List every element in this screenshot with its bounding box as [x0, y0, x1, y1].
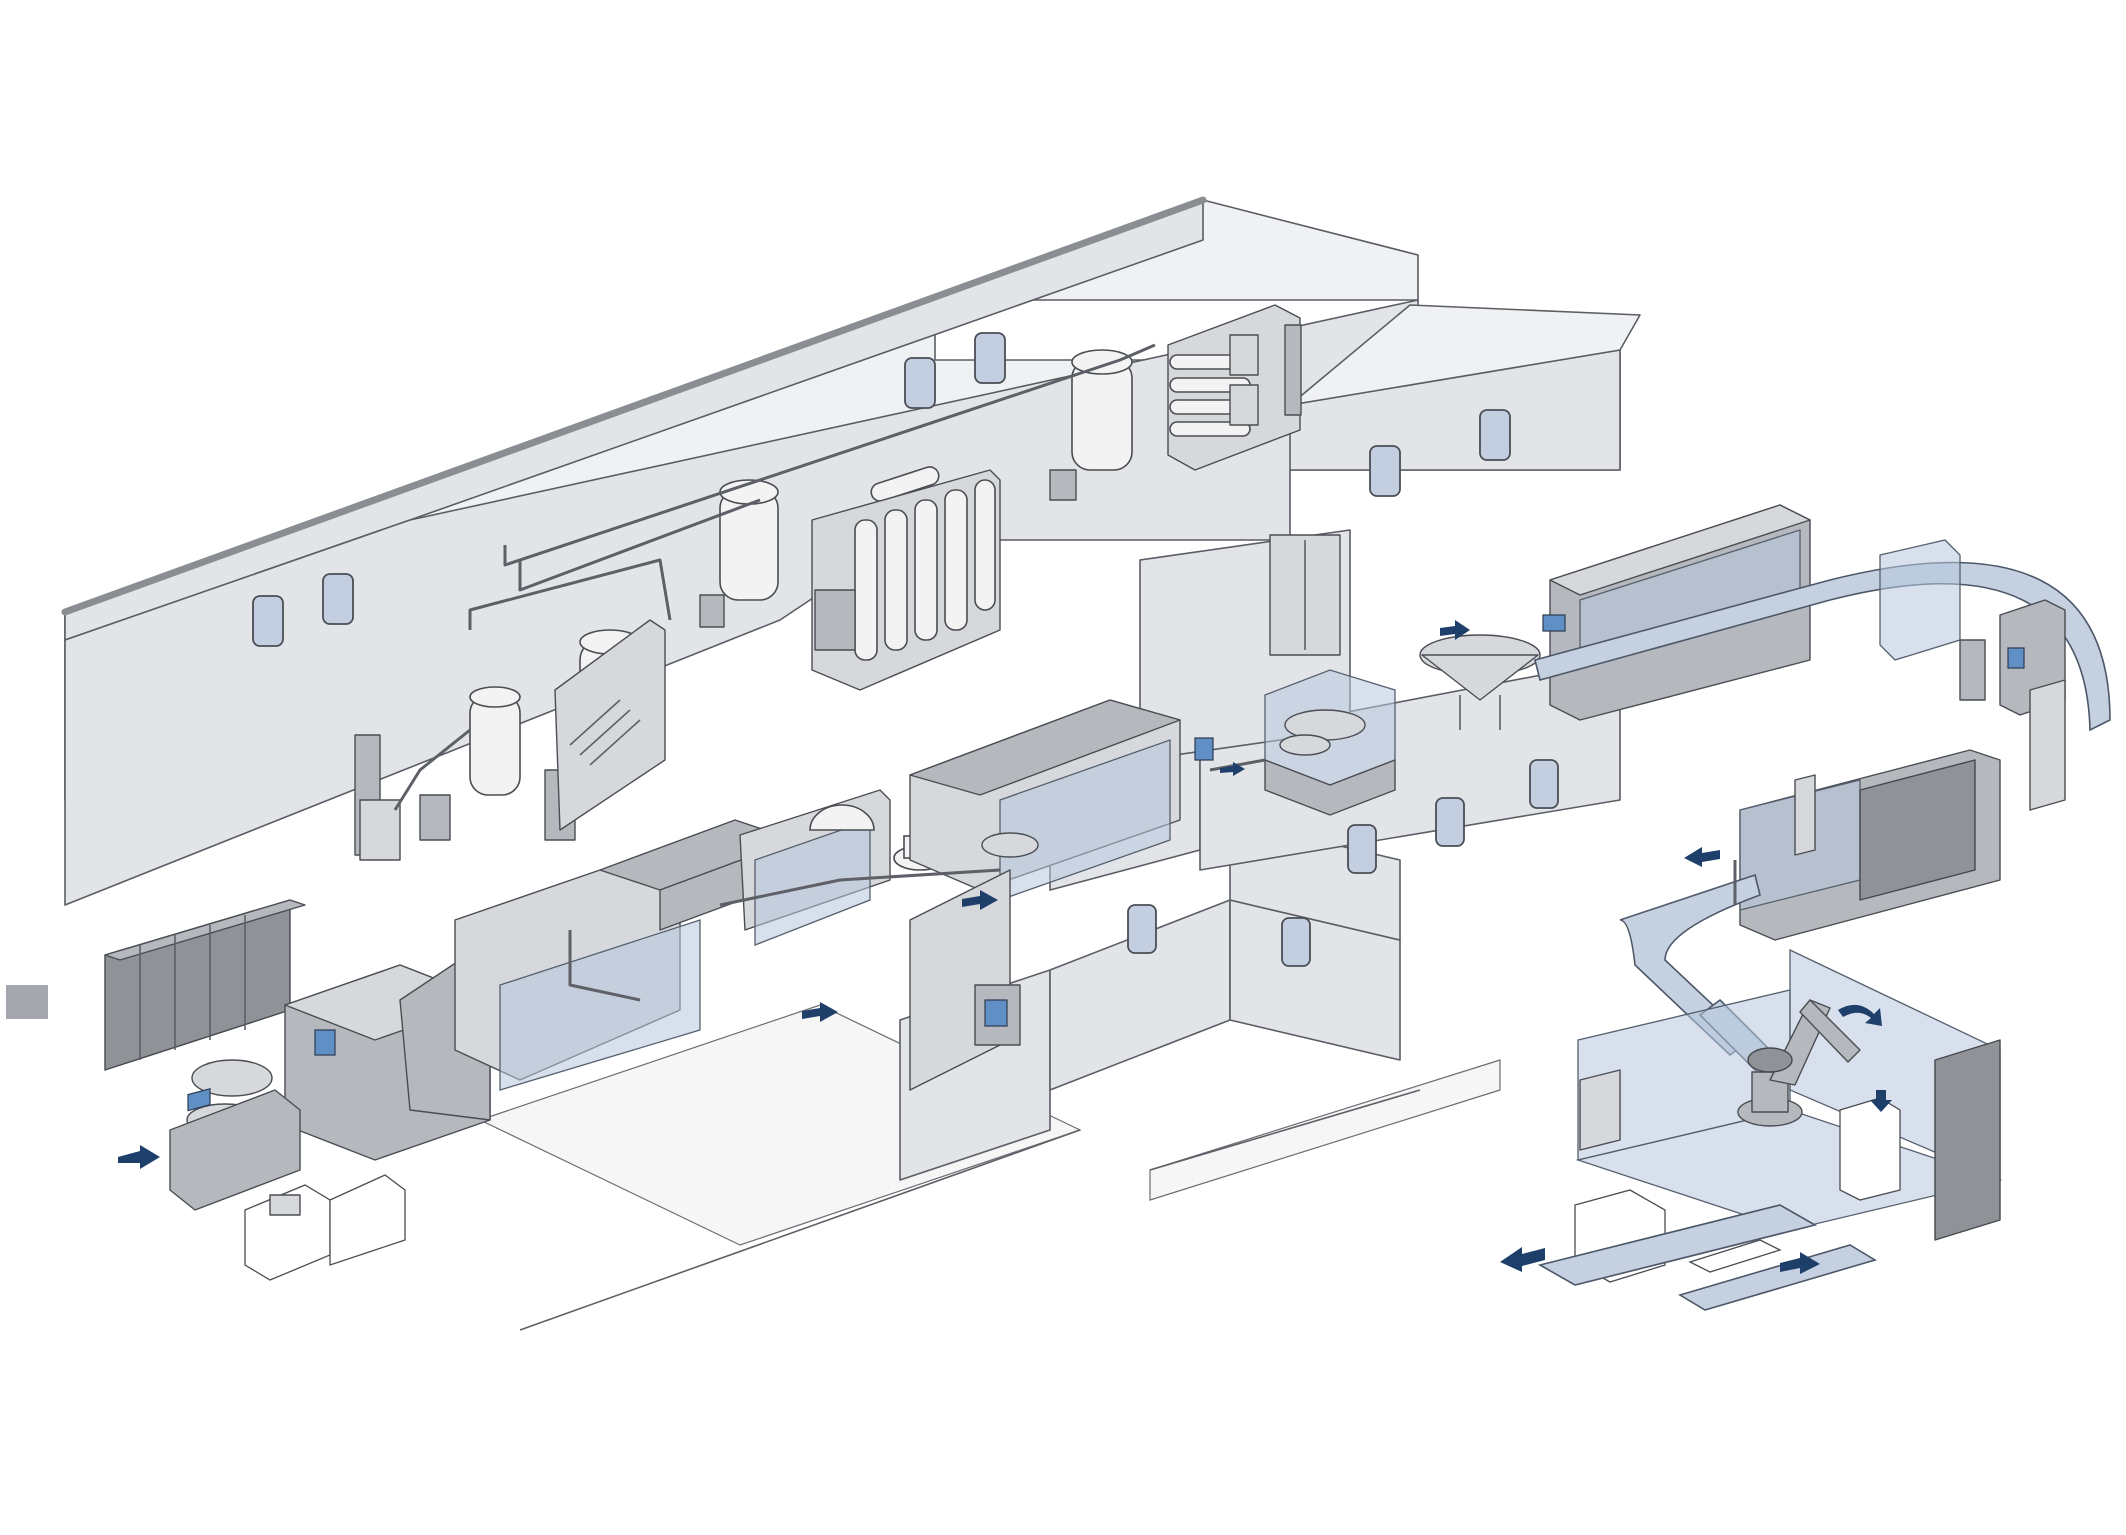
- flow-arrows: [118, 620, 1892, 1274]
- flow-arrow-pallet-in: [1780, 1252, 1820, 1274]
- carton-stack: [244, 1174, 406, 1281]
- water-treatment: [503, 304, 1302, 691]
- window: [1347, 824, 1377, 874]
- window: [1369, 445, 1401, 497]
- cabinet-panels: [139, 915, 246, 1060]
- window: [1435, 797, 1465, 847]
- flow-arrow-cleanroom-2: [962, 890, 998, 910]
- flow-arrow-packaging: [1684, 847, 1720, 867]
- stairs: [569, 699, 641, 766]
- window: [322, 573, 354, 625]
- window: [1127, 904, 1157, 954]
- flow-arrow-pallet-out: [1500, 1247, 1545, 1272]
- bottle-hopper: [1419, 634, 1541, 730]
- rotary-filler: [1264, 669, 1396, 816]
- flow-arrow-filling: [1220, 762, 1245, 776]
- window: [1281, 917, 1311, 967]
- ion-exchange-columns: [811, 469, 1001, 691]
- window: [252, 595, 284, 647]
- flow-arrow-robot-down: [1870, 1090, 1892, 1112]
- flow-arrow-hopper: [1440, 620, 1470, 640]
- washing-sterilization-filling-line: [104, 899, 491, 1281]
- building-shell: [61, 196, 1641, 1331]
- window: [974, 332, 1006, 384]
- flow-arrow-cleanroom-1: [802, 1002, 838, 1022]
- window: [1479, 409, 1511, 461]
- palletizing-robot: [1737, 999, 1861, 1127]
- windows: [252, 332, 1559, 967]
- robot-palletizing-cell: [1537, 948, 2003, 1311]
- filling-room: [454, 534, 1541, 1091]
- flow-arrow-inlet-left: [118, 1145, 160, 1169]
- buffer-tank: [719, 479, 779, 601]
- preparation-tanks: [354, 558, 672, 861]
- window: [1529, 759, 1559, 809]
- storage-tank: [1071, 349, 1133, 471]
- flow-arrow-robot-rotate: [1838, 1004, 1882, 1026]
- legend-square: [6, 985, 48, 1019]
- window: [904, 357, 936, 409]
